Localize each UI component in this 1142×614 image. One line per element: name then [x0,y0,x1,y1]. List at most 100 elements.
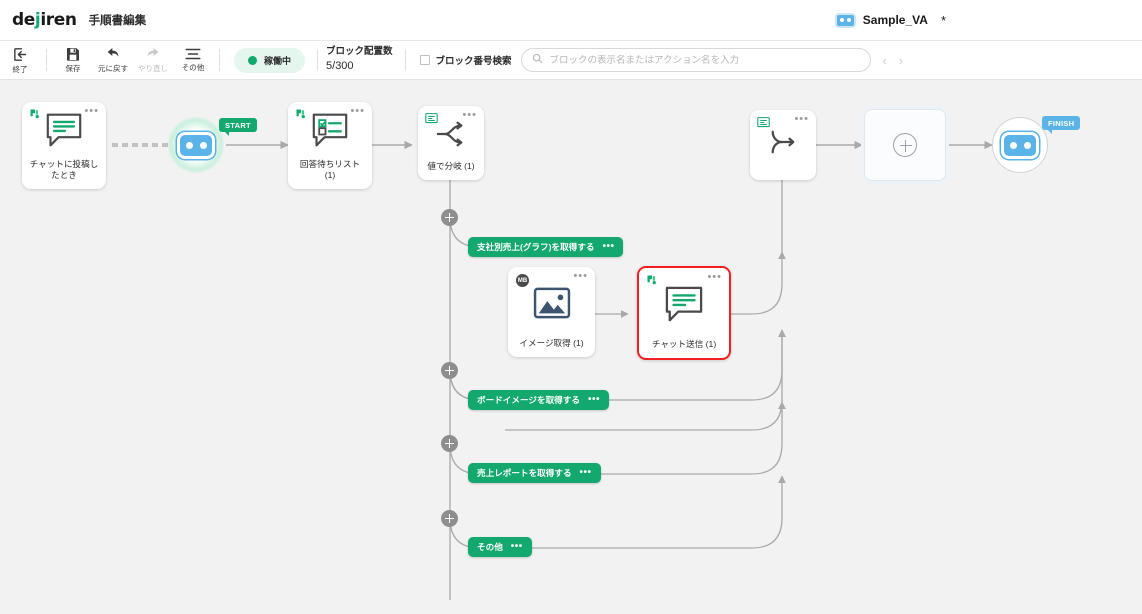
branch-menu-icon[interactable]: ••• [602,241,615,252]
node-label: 回答待ちリスト (1) [299,158,361,181]
branch-label-text: ボードイメージを取得する [477,395,580,405]
branch-label-text: 支社別売上(グラフ)を取得する [477,242,595,252]
add-block-placeholder[interactable] [864,109,946,181]
dejiren-badge-icon [295,108,310,128]
brand-logo[interactable]: dejiren [12,10,77,30]
node-menu-icon[interactable]: ••• [707,271,722,283]
top-bar: dejiren 手順書編集 Sample_VA * [0,0,1142,41]
node-menu-icon[interactable]: ••• [573,270,588,282]
branch-menu-icon[interactable]: ••• [579,467,592,478]
status-dot [248,55,257,65]
search-input[interactable] [549,54,860,66]
node-menu-icon[interactable]: ••• [84,105,99,117]
chat-bubble-icon [639,268,729,339]
node-menu-icon[interactable]: ••• [462,109,477,121]
more-button[interactable]: その他 [173,41,213,80]
exit-button[interactable]: 終了 [0,41,40,80]
undo-icon [104,46,122,62]
status-label: 稼働中 [264,55,292,66]
image-icon [508,267,595,338]
search-field[interactable] [520,48,871,72]
flow-canvas[interactable]: ••• チャットに投稿したとき START ••• [0,80,1142,614]
branch-label-other[interactable]: その他 ••• [468,537,532,557]
start-bot-node[interactable] [168,117,224,173]
node-chat-send[interactable]: ••• チャット送信 (1) [637,266,731,360]
toolbar-divider-1 [46,49,47,71]
branch-icon [418,106,484,161]
block-count-label: ブロック配置数 [326,46,393,58]
more-label: その他 [181,63,205,72]
redo-button[interactable]: やり直し [133,41,173,80]
branch-label-sales-graph[interactable]: 支社別売上(グラフ)を取得する ••• [468,237,624,257]
node-branch-by-value[interactable]: ••• 値で分岐 (1) [418,106,484,180]
next-match-button[interactable]: › [898,52,904,68]
node-label: チャット送信 (1) [651,339,717,350]
toolbar: 終了 保存 元に戻す やり直し [0,41,1142,80]
node-merge[interactable]: ••• [750,110,816,180]
toolbar-divider-3 [317,49,319,71]
branch-label-text: 売上レポートを取得する [477,468,572,478]
toolbar-divider-4 [404,49,406,71]
bot-icon [1001,131,1039,159]
bot-icon [177,131,215,159]
bot-icon [834,12,856,28]
redo-label: やり直し [138,64,168,73]
va-name: Sample_VA [862,13,928,27]
top-bar-right: Sample_VA * [834,12,946,28]
connector-layer [112,140,993,600]
chat-bubble-icon [22,102,106,159]
undo-button[interactable]: 元に戻す [93,41,133,80]
branch-menu-icon[interactable]: ••• [587,394,600,405]
unsaved-marker: * [940,12,946,28]
add-block-handle[interactable] [441,362,458,379]
note-badge-icon [757,116,770,134]
branch-label-board-image[interactable]: ボードイメージを取得する ••• [468,390,609,410]
finish-bot-node[interactable] [992,117,1048,173]
checkbox-box[interactable] [419,55,430,65]
exit-icon [12,46,29,63]
miro-badge-text: MB [515,273,530,288]
checkbox-label: ブロック番号検索 [435,56,512,67]
miro-badge-icon: MB [515,273,530,288]
prev-match-button[interactable]: ‹ [882,52,887,68]
node-label [750,173,816,180]
branch-label-text: その他 [477,542,503,552]
undo-label: 元に戻す [98,64,128,73]
node-menu-icon[interactable]: ••• [794,113,809,125]
search-icon [532,51,543,69]
dejiren-badge-icon [646,274,661,294]
save-label: 保存 [65,64,81,73]
node-label: 値で分岐 (1) [427,161,475,172]
node-menu-icon[interactable]: ••• [350,105,365,117]
search-nav: ‹ › [883,53,904,68]
note-badge-icon [425,112,438,130]
node-label: チャットに投稿したとき [29,158,99,181]
menu-icon [184,47,202,61]
node-label: イメージ取得 (1) [519,338,584,349]
block-count: ブロック配置数 5/300 [326,46,393,74]
add-block-handle[interactable] [441,435,458,452]
branch-menu-icon[interactable]: ••• [510,541,523,552]
checklist-bubble-icon [288,102,372,159]
merge-icon [750,110,816,173]
node-image-get[interactable]: MB ••• イメージ取得 (1) [508,267,595,357]
brand-logo-text: dejiren [12,10,77,30]
node-answer-wait-list[interactable]: ••• 回答待ちリスト (1) [288,102,372,189]
toolbar-divider-2 [219,49,220,71]
status-badge[interactable]: 稼働中 [234,47,306,73]
save-button[interactable]: 保存 [53,41,93,80]
exit-label: 終了 [12,64,28,74]
save-icon [65,46,81,62]
block-number-search-checkbox[interactable]: ブロック番号検索 [419,53,512,67]
branch-label-sales-report[interactable]: 売上レポートを取得する ••• [468,463,601,483]
add-block-handle[interactable] [441,209,458,226]
dejiren-badge-icon [29,108,44,128]
start-tag: START [219,118,257,136]
finish-tag: FINISH [1042,116,1081,134]
page-title: 手順書編集 [88,15,147,27]
add-block-icon [893,133,917,157]
redo-icon [144,46,162,62]
block-count-value: 5/300 [326,59,354,72]
node-chat-trigger[interactable]: ••• チャットに投稿したとき [22,102,106,189]
add-block-handle[interactable] [441,510,458,527]
